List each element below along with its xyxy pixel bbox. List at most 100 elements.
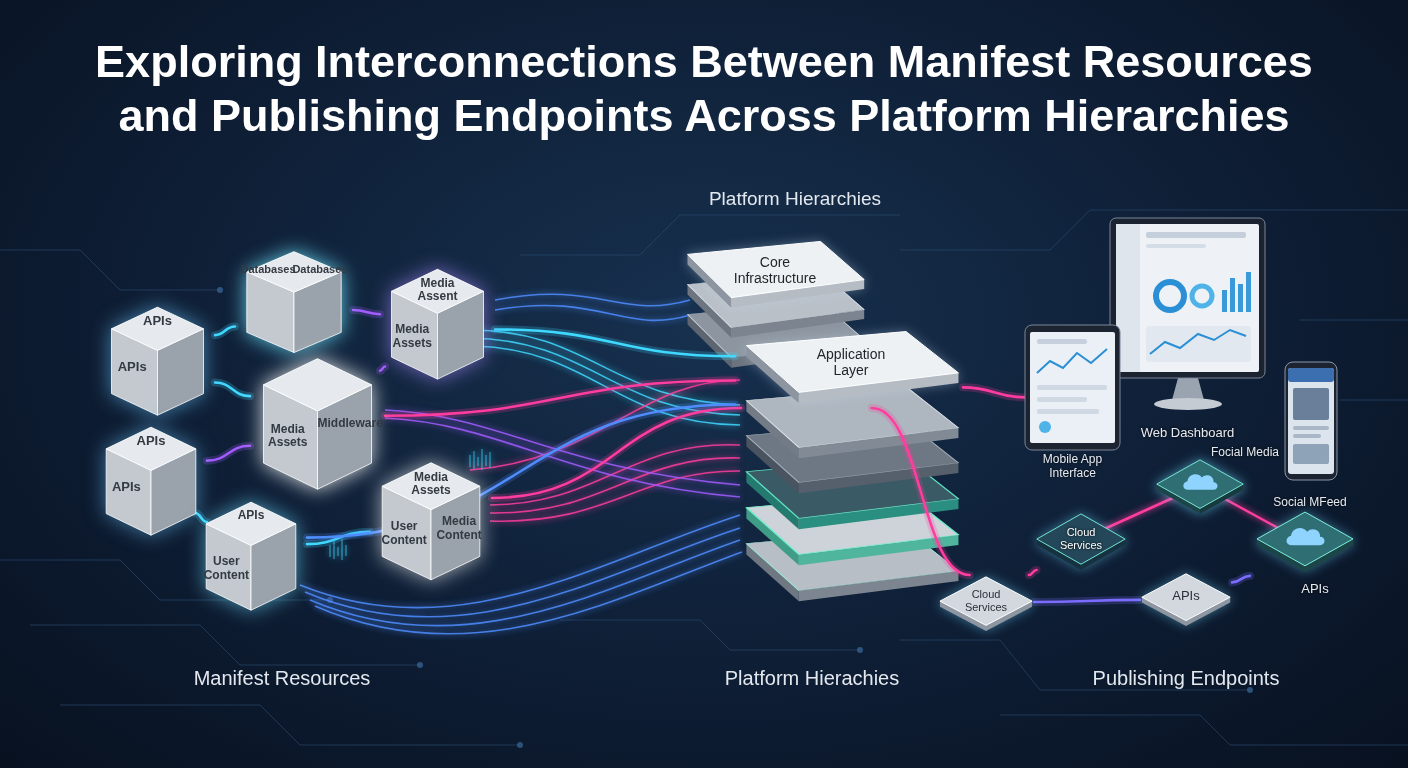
donut-chart: [1156, 282, 1184, 310]
connector-line: [207, 446, 250, 461]
chart-bar: [1230, 278, 1235, 312]
endpoint-tile: APIs: [1140, 572, 1232, 626]
tile-top: [1037, 514, 1125, 564]
cube-face: [264, 359, 372, 411]
connector: [963, 387, 1025, 397]
connector: [307, 404, 735, 537]
resource-cube: APIsAPIs: [95, 420, 207, 540]
chart-bar: [1222, 290, 1227, 312]
cube-face: [206, 502, 296, 545]
connector-line: [215, 382, 250, 396]
stream-line: [315, 552, 742, 634]
mobile-app-device: Mobile App Interface: [1025, 325, 1120, 485]
connector-glow: [1034, 600, 1140, 602]
screen-line: [1037, 397, 1087, 402]
monitor-base: [1154, 398, 1222, 410]
node-text: Core Infrastructure: [725, 254, 825, 286]
resource-cube: APIsUser Content: [195, 495, 307, 615]
platform-layer: Application Layer: [735, 330, 963, 408]
node-text: Media Assets: [258, 423, 317, 451]
stream-line: [495, 294, 690, 306]
node-text: Mobile App Interface: [1020, 453, 1125, 481]
screen-line: [1146, 244, 1206, 248]
connector-glow: [1029, 570, 1037, 575]
circuit-traces: [0, 210, 1408, 745]
stream-line: [495, 305, 690, 320]
phone-screen: [1288, 368, 1334, 474]
node-text: Media Assent: [409, 277, 467, 305]
connector-glow: [353, 310, 380, 314]
connector-line: [195, 513, 207, 522]
tablet-bezel: [1025, 325, 1120, 450]
phone-body: [1285, 362, 1337, 480]
connector-glow: [195, 513, 207, 522]
data-bars: [470, 449, 490, 470]
monitor-shape: [1110, 218, 1265, 413]
resource-cube: APIsAPIs: [100, 300, 215, 420]
diagram-title: Exploring Interconnections Between Manif…: [74, 35, 1334, 143]
connector: [380, 367, 385, 371]
node-text: Social MFeed: [1260, 496, 1360, 510]
screen-line: [1037, 385, 1107, 390]
stream-bundle: [300, 294, 742, 634]
node-text: Media Assets: [387, 323, 438, 351]
line-chart: [1037, 349, 1107, 373]
connector-glow: [963, 387, 1025, 397]
screen-line: [1037, 409, 1099, 414]
cube-shape: [235, 245, 353, 357]
connector-line: [353, 310, 380, 314]
tile-shape: [1255, 510, 1355, 572]
node-text: APIs: [107, 360, 158, 375]
connector-line: [307, 404, 735, 537]
screen-header: [1146, 232, 1246, 238]
circuit-trace: [560, 620, 860, 650]
connector-glow: [495, 329, 735, 356]
stream-line: [310, 540, 740, 626]
connector-line: [1029, 570, 1037, 575]
screen-panel: [1146, 326, 1251, 362]
connector-glow: [1232, 576, 1250, 583]
section-label: Manifest Resources: [122, 666, 442, 690]
circuit-pad: [517, 742, 523, 748]
screen-icon: [1039, 421, 1051, 433]
cube-face: [382, 463, 480, 510]
resource-cube: DatabasesDatabases: [235, 245, 353, 357]
node-text: Focial Media: [1205, 446, 1285, 460]
tablet-shape: [1025, 325, 1120, 450]
connector-glow: [307, 404, 735, 537]
screen-header: [1037, 339, 1087, 344]
tile-top: [940, 577, 1032, 626]
connector: [195, 513, 207, 522]
node-text: Databases: [292, 263, 349, 276]
node-text: Media Assets: [401, 471, 462, 499]
phone-shape: [1285, 362, 1337, 480]
connector: [872, 408, 970, 575]
connector-glow: [380, 367, 385, 371]
node-text: Cloud Services: [954, 588, 1018, 613]
tile-top: [1257, 512, 1353, 566]
connector: [1232, 576, 1250, 583]
resource-cube: Media AssetsUser ContentMedia Content: [370, 455, 492, 585]
circuit-trace: [1000, 715, 1408, 745]
circuit-pad: [857, 647, 863, 653]
circuit-trace: [0, 250, 220, 290]
node-text: Middleware: [318, 417, 380, 431]
slab-top: [688, 241, 865, 297]
node-text: APIs: [129, 314, 187, 329]
node-text: APIs: [123, 434, 179, 449]
connector: [215, 327, 235, 336]
connector-glow: [215, 382, 250, 396]
connector: [1029, 570, 1037, 575]
resource-cube: Media AssetsMiddleware: [250, 350, 385, 495]
node-text: APIs: [223, 509, 279, 523]
connector-line: [495, 329, 735, 356]
tablet-screen: [1030, 332, 1115, 443]
connector: [353, 310, 380, 314]
node-text: Application Layer: [801, 346, 901, 378]
node-text: Cloud Services: [1049, 526, 1113, 551]
cube-face: [112, 307, 204, 350]
cube-face: [392, 269, 484, 313]
stream-line: [305, 528, 740, 617]
feed-line: [1293, 434, 1321, 438]
circuit-pad: [217, 287, 223, 293]
